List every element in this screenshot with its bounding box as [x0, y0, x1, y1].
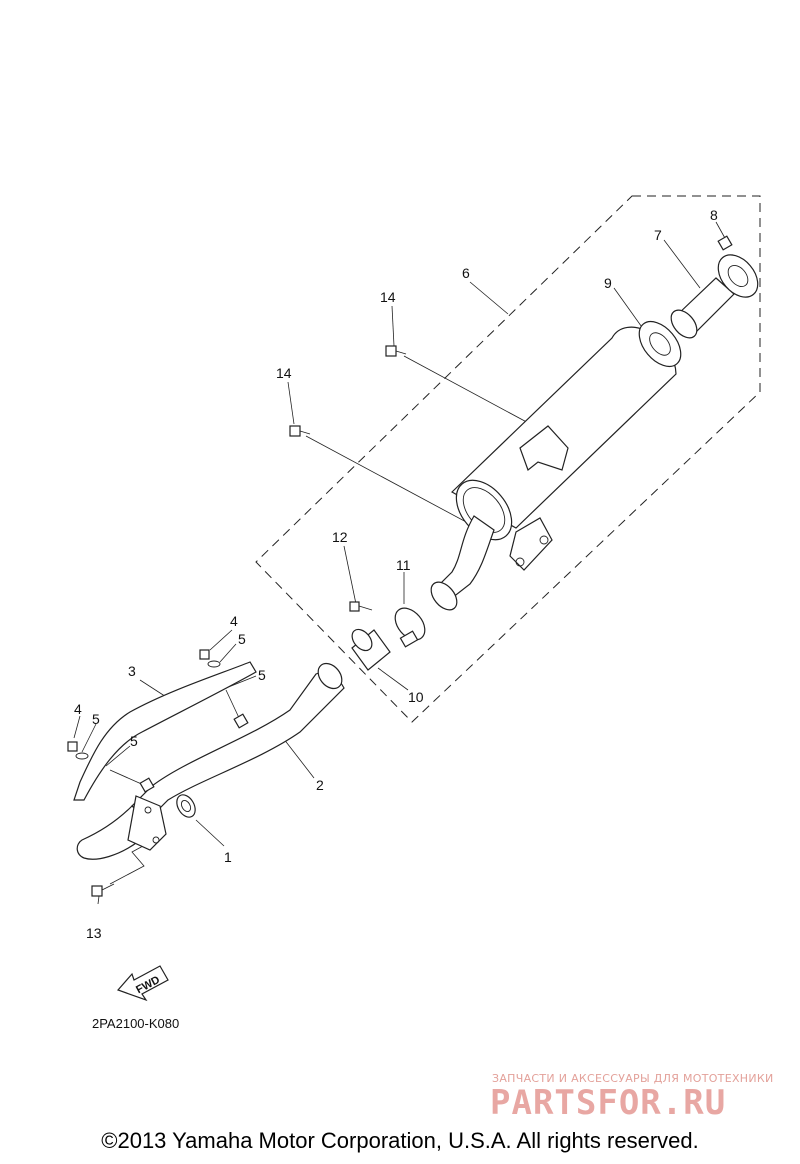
joint-sleeve	[351, 628, 391, 671]
bolt-4-lower	[67, 741, 78, 752]
watermark-logo: ЗАПЧАСТИ И АКСЕССУАРЫ ДЛЯ МОТОТЕХНИКИ PA…	[490, 1072, 774, 1123]
bolt-4-upper	[199, 649, 210, 660]
label-part-9: 9	[604, 275, 612, 291]
bolt-13	[91, 883, 115, 897]
label-part-4-upper: 4	[230, 613, 238, 629]
washer-5-lower	[75, 752, 89, 760]
clamp	[394, 607, 426, 648]
label-part-1: 1	[224, 849, 232, 865]
tail-pipe	[670, 254, 759, 339]
watermark-brand: PARTSFOR.RU	[490, 1083, 726, 1123]
fwd-arrow-icon: FWD	[116, 965, 169, 1002]
bolt-14-lower	[289, 425, 311, 437]
exhaust-pipe	[76, 662, 345, 860]
muffler	[430, 326, 677, 611]
label-part-7: 7	[654, 227, 662, 243]
label-part-4-lower: 4	[74, 701, 82, 717]
part-labels: 6 7 8 9 14 14 12 11 10 2 3 4 5 5 4 5 5 1…	[74, 207, 718, 941]
diagram-code: 2PA2100-K080	[92, 1016, 179, 1031]
bolt-14-upper	[385, 345, 407, 357]
label-part-6: 6	[462, 265, 470, 281]
washer-5-upper	[207, 660, 221, 668]
gasket	[638, 320, 682, 368]
label-part-14-lower: 14	[276, 365, 292, 381]
label-part-8: 8	[710, 207, 718, 223]
label-part-11: 11	[396, 557, 411, 573]
label-part-5-d: 5	[130, 733, 138, 749]
label-part-10: 10	[408, 689, 424, 705]
label-part-5-a: 5	[238, 631, 246, 647]
bolt-12	[349, 601, 373, 612]
heat-protector	[73, 661, 257, 801]
copyright-notice: ©2013 Yamaha Motor Corporation, U.S.A. A…	[101, 1128, 699, 1153]
label-part-2: 2	[316, 777, 324, 793]
label-part-13: 13	[86, 925, 102, 941]
label-part-5-c: 5	[92, 711, 100, 727]
muffler-assembly-boundary	[255, 195, 761, 723]
bolt-8	[717, 235, 733, 251]
watermark-tagline: ЗАПЧАСТИ И АКСЕССУАРЫ ДЛЯ МОТОТЕХНИКИ	[492, 1072, 774, 1085]
label-part-3: 3	[128, 663, 136, 679]
label-part-12: 12	[332, 529, 348, 545]
gasket-ring	[176, 794, 196, 818]
label-part-14-upper: 14	[380, 289, 396, 305]
label-part-5-b: 5	[258, 667, 266, 683]
